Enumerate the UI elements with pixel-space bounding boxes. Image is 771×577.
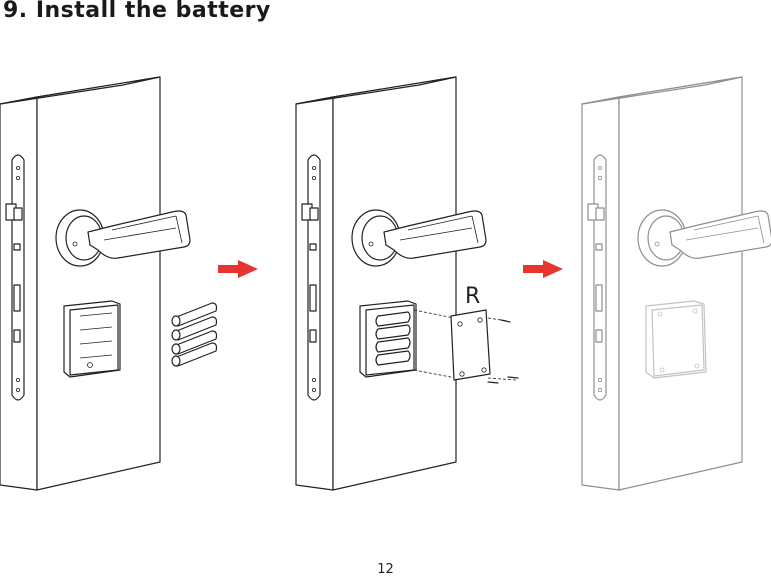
step-3-illustration bbox=[582, 77, 771, 490]
step-2-illustration: R bbox=[296, 77, 518, 490]
step-2-label: R bbox=[465, 284, 480, 309]
battery-cover bbox=[451, 310, 490, 380]
screw-icon bbox=[508, 377, 518, 378]
next-step-arrow-icon bbox=[218, 260, 258, 278]
step-1-illustration bbox=[0, 77, 217, 490]
screw-icon bbox=[488, 382, 498, 383]
battery-icon bbox=[172, 303, 217, 366]
next-step-arrow-icon bbox=[523, 260, 563, 278]
page-number: 12 bbox=[0, 562, 771, 577]
